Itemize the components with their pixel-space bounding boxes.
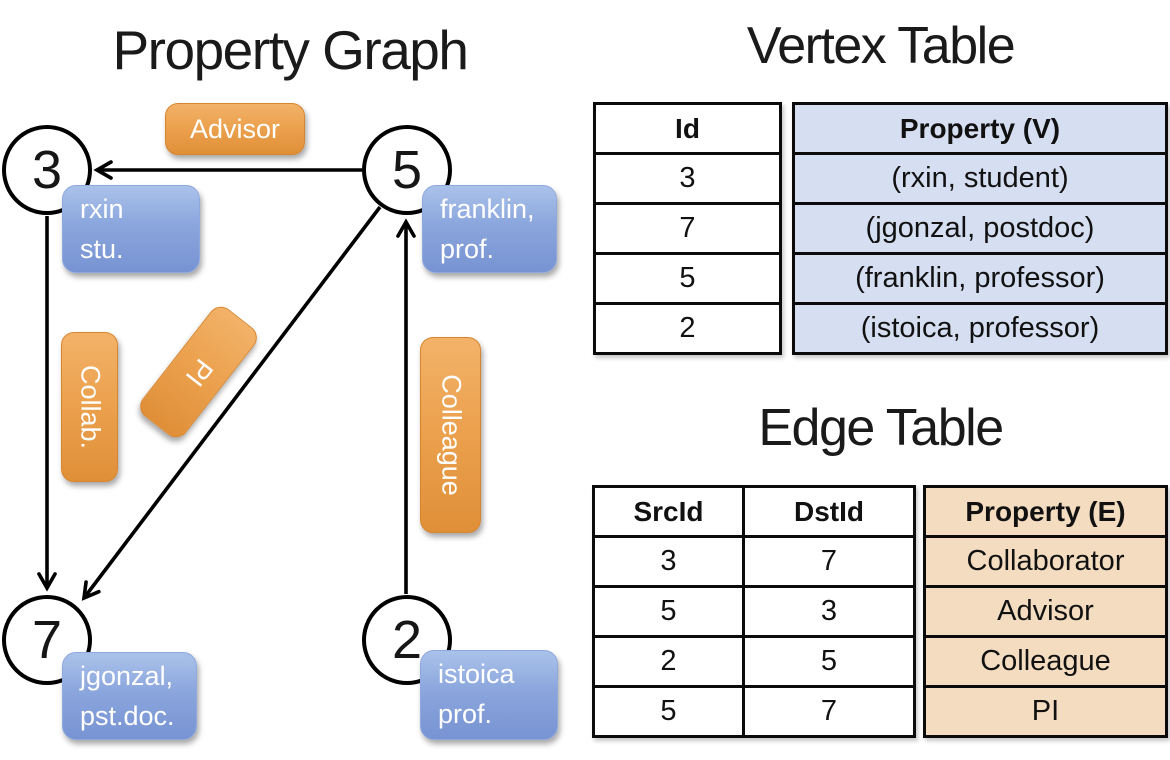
edge-dstid-cell: 5 — [742, 635, 916, 688]
vertex-node-2-id: 2 — [391, 610, 423, 670]
edge-srcid-cell: 3 — [592, 535, 745, 588]
table-row: (jgonzal, postdoc) — [792, 202, 1168, 255]
edge-property-cell: Colleague — [923, 635, 1168, 688]
vertex-node-5-id: 5 — [391, 140, 423, 200]
vertex-property-cell: (jgonzal, postdoc) — [792, 202, 1168, 255]
edge-label-colleague-text: Colleague — [436, 374, 466, 496]
table-row: Collaborator — [923, 535, 1168, 588]
edge-property-cell: PI — [923, 685, 1168, 738]
edge-table-dstid-header: DstId — [742, 485, 916, 538]
table-row: 3 — [593, 152, 782, 205]
table-row: (istoica, professor) — [792, 302, 1168, 355]
vertex-prop-3-line2: stu. — [80, 234, 124, 264]
vertex-node-7-id: 7 — [31, 610, 63, 670]
vertex-table-property-header: Property (V) — [792, 102, 1168, 155]
table-row: Colleague — [923, 635, 1168, 688]
vertex-property-cell: (franklin, professor) — [792, 252, 1168, 305]
table-row: (rxin, student) — [792, 152, 1168, 205]
edge-label-advisor: Advisor — [165, 103, 305, 155]
edge-dstid-cell: 7 — [742, 685, 916, 738]
edge-arrow-pi-5-to-7 — [81, 205, 382, 601]
vertex-table-title: Vertex Table — [746, 17, 1016, 75]
property-graph-title: Property Graph — [112, 19, 469, 81]
vertex-node-2: 2 — [362, 595, 452, 685]
edge-label-advisor-text: Advisor — [189, 113, 281, 144]
vertex-prop-5-line2: prof. — [440, 234, 495, 264]
vertex-prop-2-line1: istoica — [438, 659, 515, 689]
edge-table-property-column: Property (E) Collaborator Advisor Collea… — [923, 485, 1168, 738]
edge-table-title: Edge Table — [758, 399, 1004, 457]
edge-label-collaborator: Collab. — [61, 332, 118, 482]
vertex-property-cell: (rxin, student) — [792, 152, 1168, 205]
vertex-table-property-column: Property (V) (rxin, student) (jgonzal, p… — [792, 102, 1168, 355]
table-row: 5 3 — [592, 585, 916, 638]
vertex-prop-5-line1: franklin, — [440, 194, 535, 224]
vertex-id-cell: 7 — [593, 202, 782, 255]
table-header-row: Id — [593, 102, 782, 155]
table-header-row: SrcId DstId — [592, 485, 916, 538]
table-row: (franklin, professor) — [792, 252, 1168, 305]
graph-edges — [37, 160, 416, 601]
vertex-id-cell: 2 — [593, 302, 782, 355]
vertex-table-id-column: Id 3 7 5 2 — [593, 102, 782, 355]
table-header-row: Property (E) — [923, 485, 1168, 538]
edge-table-id-columns: SrcId DstId 3 7 5 3 2 5 5 7 — [592, 485, 916, 738]
edge-dstid-cell: 7 — [742, 535, 916, 588]
edge-srcid-cell: 5 — [592, 685, 745, 738]
edge-property-cell: Collaborator — [923, 535, 1168, 588]
table-row: 5 7 — [592, 685, 916, 738]
edge-srcid-cell: 2 — [592, 635, 745, 688]
table-row: Advisor — [923, 585, 1168, 638]
vertex-table-id-header: Id — [593, 102, 782, 155]
vertex-prop-box-7: jgonzal, pst.doc. — [62, 652, 197, 740]
vertex-prop-box-5: franklin, prof. — [422, 185, 557, 273]
edge-label-pi-text: PI — [179, 353, 219, 392]
edge-table-property-header: Property (E) — [923, 485, 1168, 538]
vertex-prop-7-line2: pst.doc. — [80, 701, 175, 731]
vertex-prop-box-3: rxin stu. — [62, 185, 200, 273]
table-row: 2 — [593, 302, 782, 355]
edge-property-cell: Advisor — [923, 585, 1168, 638]
vertex-prop-3-line1: rxin — [80, 194, 124, 224]
vertex-prop-2-line2: prof. — [438, 699, 493, 729]
table-row: 2 5 — [592, 635, 916, 688]
vertex-prop-box-2: istoica prof. — [420, 650, 558, 740]
vertex-id-cell: 5 — [593, 252, 782, 305]
table-row: 5 — [593, 252, 782, 305]
edge-label-collaborator-text: Collab. — [75, 364, 105, 450]
edge-table-srcid-header: SrcId — [592, 485, 745, 538]
vertex-property-cell: (istoica, professor) — [792, 302, 1168, 355]
edge-srcid-cell: 5 — [592, 585, 745, 638]
vertex-node-3-id: 3 — [31, 140, 63, 200]
edge-label-colleague: Colleague — [420, 337, 481, 533]
vertex-id-cell: 3 — [593, 152, 782, 205]
table-header-row: Property (V) — [792, 102, 1168, 155]
table-row: PI — [923, 685, 1168, 738]
edge-dstid-cell: 3 — [742, 585, 916, 638]
table-row: 3 7 — [592, 535, 916, 588]
vertex-prop-7-line1: jgonzal, — [80, 661, 174, 691]
table-row: 7 — [593, 202, 782, 255]
